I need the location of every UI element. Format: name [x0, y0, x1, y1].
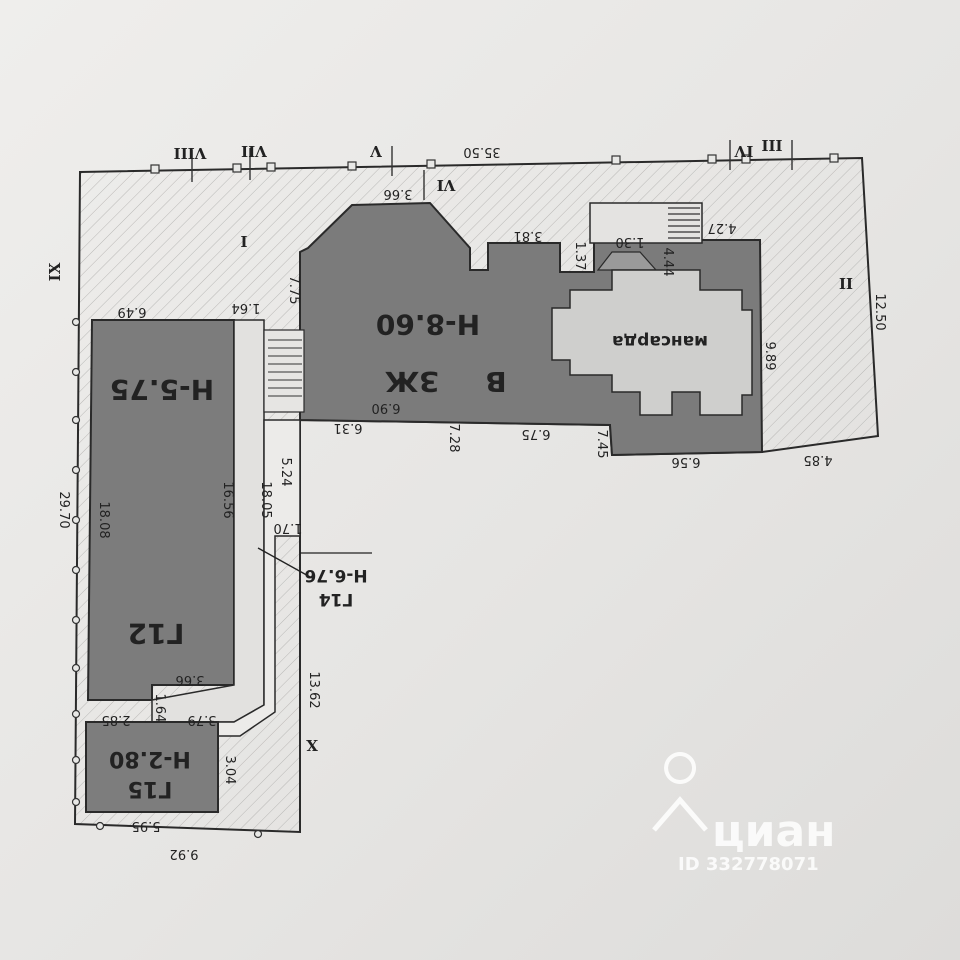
dimension-labels: 35.50 3.66 3.81 1.37 1.30 4.44 4.27 12.5… [56, 144, 887, 861]
dim-485: 4.85 [804, 452, 833, 467]
g15-height-label: Н-2.80 [109, 746, 191, 771]
attic-block [551, 269, 753, 416]
g14-leader [257, 547, 313, 579]
dim-1362: 13.62 [306, 671, 321, 708]
stair-top [589, 202, 703, 271]
dim-631: 6.31 [334, 420, 363, 435]
dim-992: 9.92 [170, 846, 199, 861]
roman-iii: III [761, 136, 782, 154]
roman-vii: VII [241, 142, 268, 160]
location-pin-icon [664, 752, 697, 784]
dim-137: 1.37 [572, 242, 587, 271]
roman-viii: VIII [174, 144, 208, 162]
dim-304: 3.04 [222, 756, 237, 785]
roman-x: X [306, 736, 318, 754]
g14-name-label: Г14 [319, 589, 354, 609]
dim-690: 6.90 [372, 400, 401, 415]
dim-524: 5.24 [278, 458, 293, 487]
dim-right-outer: 12.50 [872, 293, 887, 330]
dim-379: 3.79 [188, 712, 217, 727]
roman-vi: VI [437, 176, 457, 194]
g15-name-label: Г15 [128, 776, 173, 801]
dim-381: 3.81 [514, 228, 543, 243]
dim-top-left: 3.66 [384, 186, 413, 201]
dim-775: 7.75 [286, 276, 301, 305]
main-letter-label: В [485, 365, 506, 398]
dim-130: 1.30 [616, 234, 645, 249]
dim-675: 6.75 [522, 426, 551, 441]
dim-g12-left: 18.08 [96, 501, 111, 538]
g12-name-label: Г12 [128, 617, 185, 650]
dim-649: 6.49 [118, 304, 147, 319]
main-type-label: ЗЖ [385, 365, 439, 398]
cian-watermark: циан ID 332778071 [652, 752, 836, 875]
section-ticks [191, 140, 793, 200]
g14-height-label: Н-6.76 [304, 565, 367, 585]
dim-170: 1.70 [274, 520, 303, 535]
dim-745: 7.45 [594, 430, 609, 459]
main-height-label: Н-8.60 [376, 308, 480, 341]
boundary-markers [71, 153, 839, 839]
zone-label: I [240, 232, 247, 250]
dim-164b: 1.64 [152, 694, 167, 723]
dim-427: 4.27 [708, 220, 737, 235]
dim-285: 2.85 [102, 712, 131, 727]
dim-444: 4.44 [660, 248, 675, 277]
dim-164: 1.64 [232, 300, 261, 315]
dim-right-bldg: 9.89 [762, 342, 777, 371]
roman-iv: IV [734, 142, 753, 160]
dim-left-total: 29.70 [56, 491, 71, 528]
roman-ix: IX [46, 262, 64, 281]
dim-1805: 18.05 [258, 481, 273, 518]
roman-ii: II [839, 274, 853, 292]
roman-v: V [370, 142, 383, 160]
dim-366b: 3.66 [176, 672, 205, 687]
watermark-brand: циан [712, 806, 836, 857]
dim-g12-right: 16.56 [220, 481, 235, 518]
dim-656: 6.56 [672, 454, 701, 469]
building-g14 [151, 419, 301, 737]
dim-top-total: 35.50 [463, 144, 500, 159]
attic-label: мансарда [612, 331, 708, 351]
dim-728: 7.28 [446, 424, 461, 453]
g12-height-label: Н-5.75 [110, 373, 214, 406]
building-g15 [85, 721, 219, 813]
stair-left [263, 329, 305, 413]
dim-595: 5.95 [132, 818, 161, 833]
watermark-id: ID 332778071 [678, 854, 819, 875]
